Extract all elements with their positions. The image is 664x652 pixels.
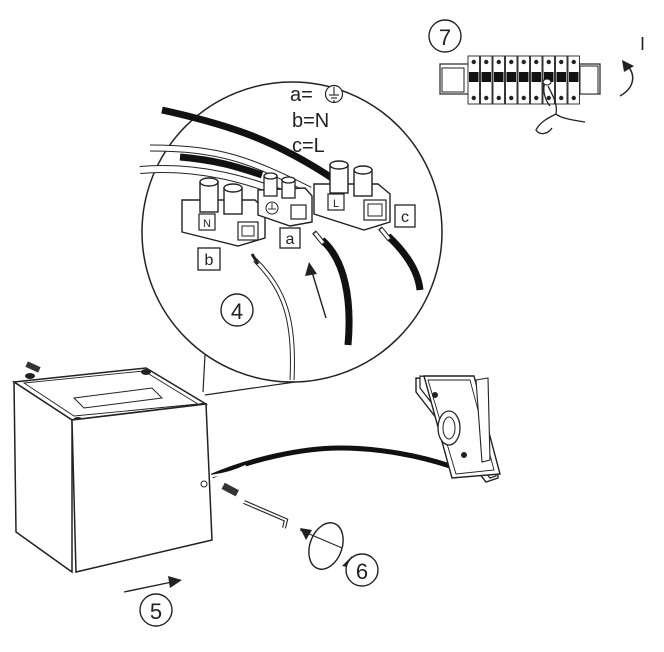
breaker-module xyxy=(517,55,530,105)
terminal-block-n: N xyxy=(181,177,266,247)
svg-text:5: 5 xyxy=(150,599,162,624)
step-4-badge: 4 xyxy=(220,293,254,327)
earth-ground-icon xyxy=(324,84,344,104)
breaker-module xyxy=(555,55,568,105)
push-arrow-icon xyxy=(123,576,182,593)
terminal-tag-a: a xyxy=(279,227,301,249)
supply-cable xyxy=(211,445,479,479)
step-7-badge: 7 xyxy=(428,19,462,53)
black-wire-l xyxy=(385,233,424,291)
svg-text:b: b xyxy=(205,252,214,269)
svg-text:c: c xyxy=(401,209,409,226)
svg-text:4: 4 xyxy=(231,299,243,324)
terminal-tag-b: b xyxy=(197,247,221,271)
svg-text:7: 7 xyxy=(439,25,451,50)
black-wire-top xyxy=(161,106,337,183)
svg-text:6: 6 xyxy=(356,559,368,584)
breaker-module xyxy=(480,55,493,105)
wire-legend: a= b=N c=L xyxy=(290,84,344,157)
lamp-housing xyxy=(11,361,213,574)
legend-c: c=L xyxy=(292,135,325,157)
terminal-n-label: N xyxy=(203,218,211,230)
allen-key-icon xyxy=(243,500,289,529)
screw-icon xyxy=(25,361,41,373)
terminal-l-label: L xyxy=(333,198,339,210)
switch-position-label: I xyxy=(640,34,645,54)
grub-screw-icon xyxy=(221,482,239,497)
svg-text:a: a xyxy=(286,231,295,248)
breaker-module xyxy=(467,55,480,105)
switch-on-arrow-icon xyxy=(619,60,634,97)
hand-icon xyxy=(535,78,586,135)
legend-b: b=N xyxy=(292,110,329,132)
terminal-tag-c: c xyxy=(394,204,416,228)
wiring-detail-circle: N L xyxy=(139,81,443,396)
legend-a: a= xyxy=(290,84,313,106)
rotate-arrow-icon xyxy=(299,522,352,570)
breaker-row xyxy=(467,55,580,105)
terminal-block-earth xyxy=(257,172,313,227)
breaker-module xyxy=(530,55,543,105)
breaker-panel: 7 I xyxy=(428,19,645,135)
breaker-module xyxy=(567,55,580,105)
breaker-module xyxy=(505,55,518,105)
step-6-badge: 6 xyxy=(345,553,379,587)
black-wire-earth xyxy=(319,237,353,346)
black-wire-mid xyxy=(179,153,264,179)
terminal-block-l: L xyxy=(313,160,391,231)
step-5-badge: 5 xyxy=(139,593,173,627)
mounting-plate xyxy=(415,375,501,483)
breaker-module xyxy=(492,55,505,105)
insert-arrow-icon xyxy=(305,262,327,319)
